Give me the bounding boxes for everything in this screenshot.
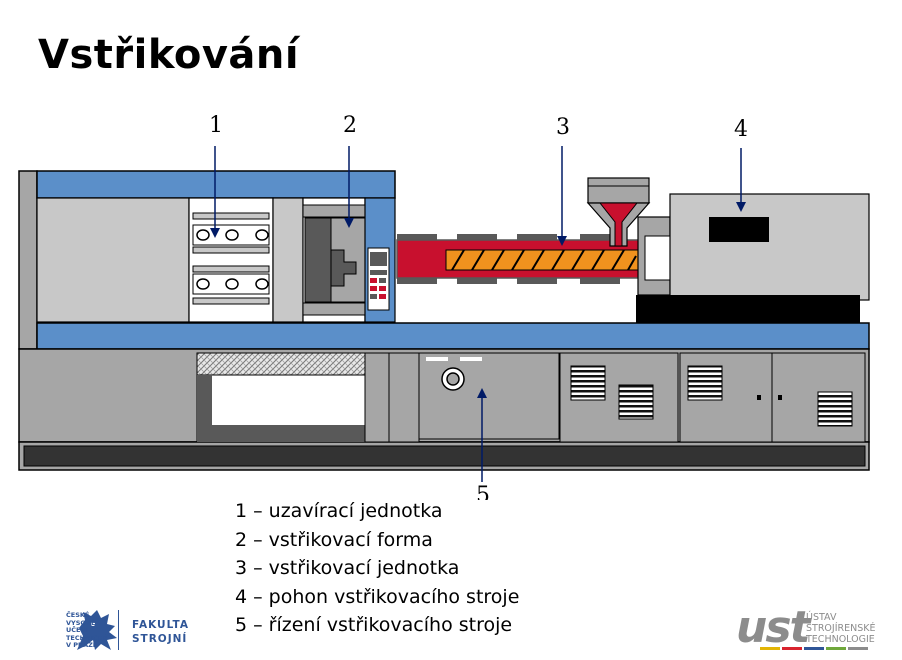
legend-item-2: 2 – vstřikovací forma xyxy=(235,528,433,551)
ust-name: ÚSTAV STROJÍRENSKÉ TECHNOLOGIE xyxy=(806,612,876,645)
callout-label-4: 4 xyxy=(734,117,748,142)
ust-line: ÚSTAV xyxy=(806,612,837,623)
cvut-line: UČENÍ xyxy=(66,626,89,635)
injection-unit xyxy=(396,177,671,296)
ust-color-bar xyxy=(760,647,780,650)
cvut-line: ČESKÉ xyxy=(66,611,90,619)
faculty-line: FAKULTA xyxy=(132,619,189,631)
cvut-lion-logo-icon xyxy=(77,610,117,650)
legend-item-4: 4 – pohon vstřikovacího stroje xyxy=(235,585,520,608)
ust-line: STROJÍRENSKÉ xyxy=(806,623,876,634)
machine-base xyxy=(18,322,870,471)
footer-divider xyxy=(118,610,119,650)
callout-label-5: 5 xyxy=(476,483,490,500)
ust-color-bar xyxy=(804,647,824,650)
cvut-line: VYSOKÉ xyxy=(66,618,96,627)
faculty-name: FAKULTA STROJNÍ xyxy=(132,618,189,646)
legend-item-1: 1 – uzavírací jednotka xyxy=(235,500,443,522)
page-title: Vstřikování xyxy=(38,32,300,78)
ust-color-bar xyxy=(848,647,868,650)
injection-molding-machine-diagram: 1 2 3 4 5 xyxy=(18,113,870,500)
callout-label-2: 2 xyxy=(343,113,357,138)
cvut-line: TECHNICKÉ xyxy=(66,633,108,642)
ust-line: TECHNOLOGIE xyxy=(806,634,875,645)
cvut-line: V PRAZE xyxy=(66,641,98,650)
ust-logo: ust xyxy=(736,602,811,653)
cvut-name: ČESKÉ VYSOKÉ UČENÍ TECHNICKÉ V PRAZE xyxy=(66,611,108,650)
injection-mould xyxy=(304,197,396,323)
ust-color-bar xyxy=(782,647,802,650)
legend-item-5: 5 – řízení vstřikovacího stroje xyxy=(235,614,513,636)
faculty-line: STROJNÍ xyxy=(132,633,188,645)
callout-label-1: 1 xyxy=(209,113,223,138)
legend-item-3: 3 – vstřikovací jednotka xyxy=(235,557,460,579)
ust-color-bar xyxy=(826,647,846,650)
callout-label-3: 3 xyxy=(556,115,570,140)
drive-unit xyxy=(636,193,870,323)
legend: 1 – uzavírací jednotka 2 – vstřikovací f… xyxy=(235,497,519,640)
